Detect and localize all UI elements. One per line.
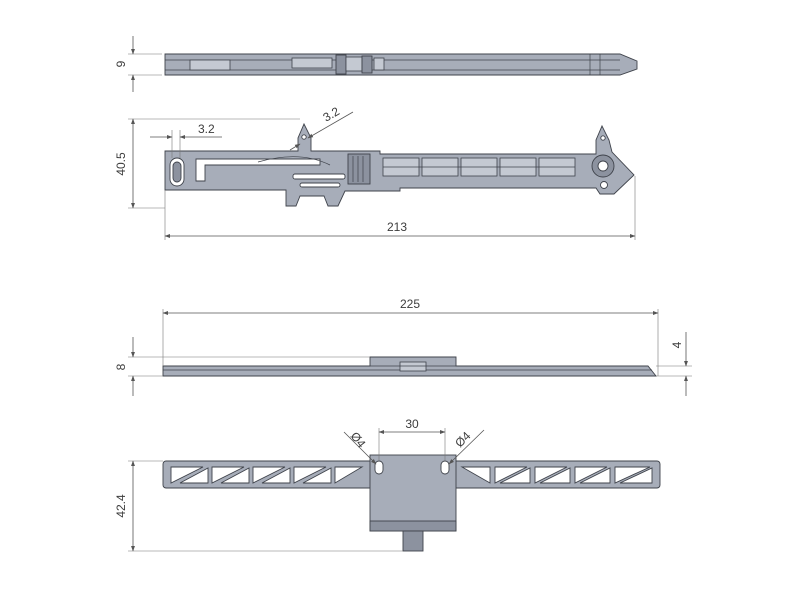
dim-label-bottom-hole-right: Ø4 bbox=[452, 429, 473, 450]
dim-label-side-small-left: 3.2 bbox=[198, 122, 215, 136]
front-view-height-dimension: 8 bbox=[114, 337, 370, 396]
front-view-body bbox=[162, 356, 657, 377]
top-view: 9 bbox=[114, 36, 638, 92]
dim-label-side-small-angled: 3.2 bbox=[321, 104, 343, 125]
top-view-body bbox=[164, 53, 638, 76]
dim-label-side-length: 213 bbox=[387, 220, 407, 234]
bottom-view: 30 Ø4 Ø4 42.4 bbox=[114, 417, 661, 552]
front-view-length-dimension: 225 bbox=[162, 297, 659, 376]
bottom-view-hole-right-dimension: Ø4 bbox=[448, 429, 485, 465]
bottom-view-height-dimension: 42.4 bbox=[114, 460, 403, 552]
dim-label-front-length: 225 bbox=[400, 297, 420, 311]
dim-label-front-height: 8 bbox=[114, 363, 128, 370]
side-view-small-left-dimension: 3.2 bbox=[150, 122, 222, 158]
side-view-height-dimension: 40.5 bbox=[114, 118, 300, 209]
top-view-height-dimension: 9 bbox=[114, 36, 162, 92]
side-view-body bbox=[164, 122, 635, 207]
dim-label-bottom-hole-left: Ø4 bbox=[348, 429, 369, 450]
side-view: 40.5 3.2 3.2 213 bbox=[114, 104, 636, 240]
dim-label-bottom-height: 42.4 bbox=[114, 494, 128, 518]
front-view-small-dimension: 4 bbox=[656, 332, 692, 396]
bottom-view-spacing-dimension: 30 bbox=[378, 417, 446, 461]
dim-label-front-small: 4 bbox=[670, 341, 684, 348]
dim-label-bottom-spacing: 30 bbox=[405, 417, 419, 431]
dim-label-top-height: 9 bbox=[114, 60, 128, 67]
bottom-view-hole-left-dimension: Ø4 bbox=[343, 429, 377, 465]
side-view-length-dimension: 213 bbox=[164, 176, 636, 240]
dim-label-side-height: 40.5 bbox=[114, 152, 128, 176]
bottom-view-body bbox=[162, 454, 661, 552]
front-view: 225 8 4 bbox=[114, 297, 692, 396]
